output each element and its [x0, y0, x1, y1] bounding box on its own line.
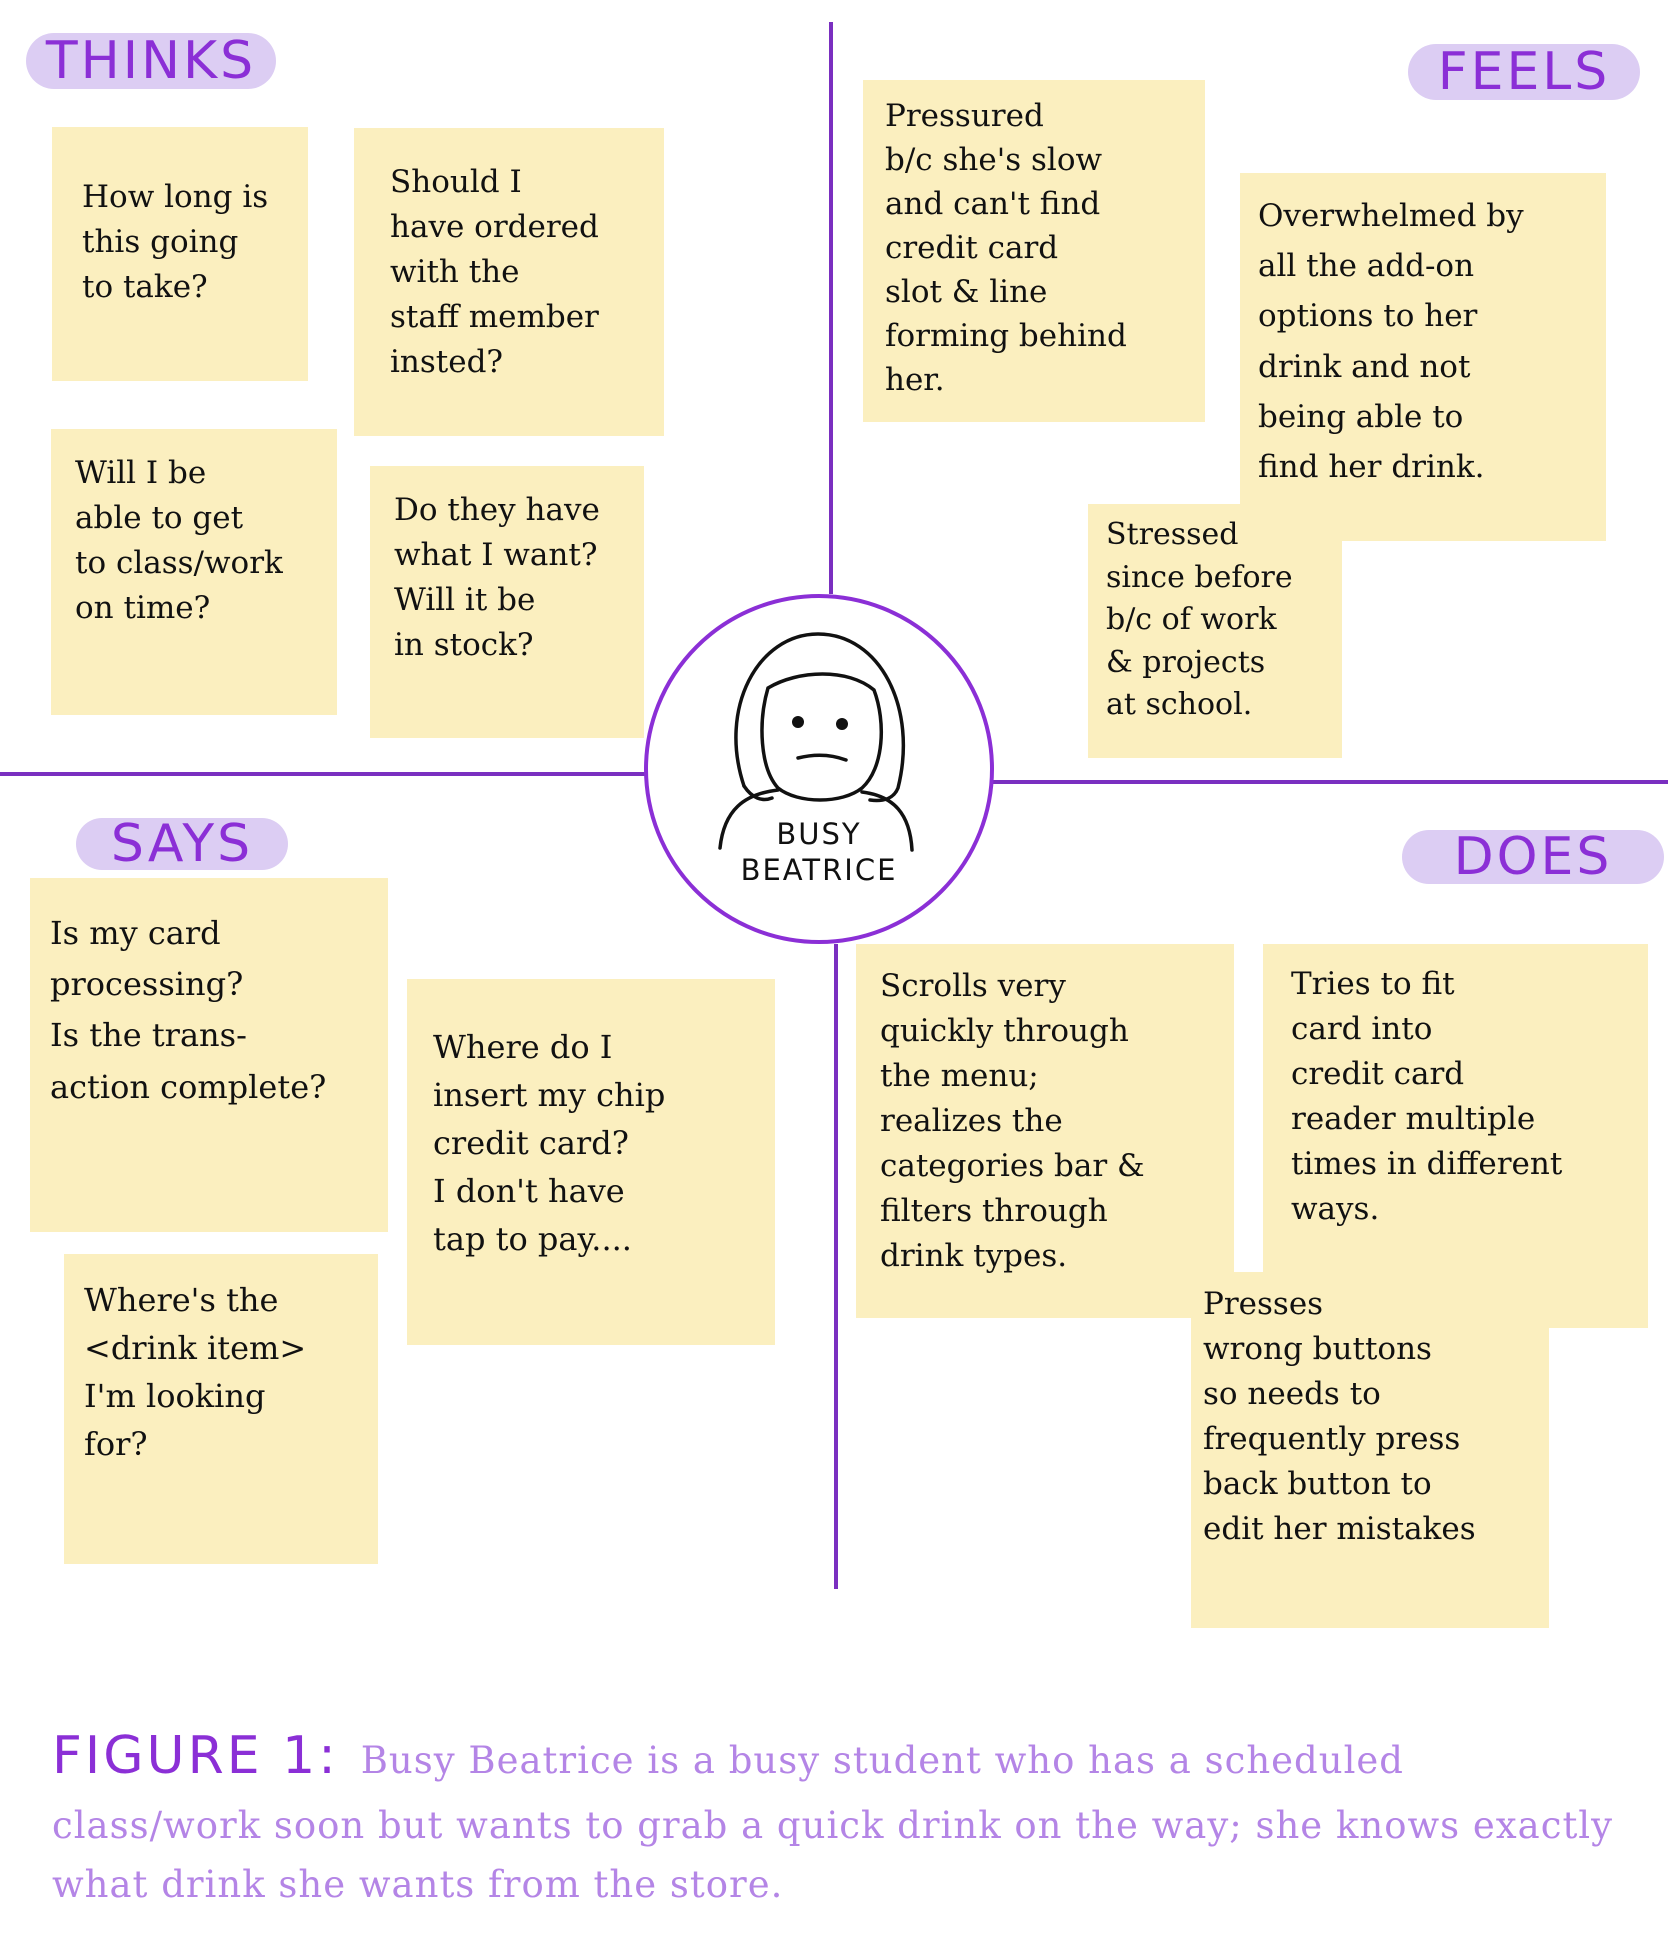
sticky-note-says-2: Where do I insert my chip credit card? I…	[407, 979, 775, 1345]
note-text: Do they have what I want? Will it be in …	[394, 492, 600, 663]
thinks-heading: THINKS	[26, 33, 276, 89]
figure-label: FIGURE 1:	[52, 1726, 339, 1786]
sticky-note-feels-2: Overwhelmed by all the add-on options to…	[1240, 173, 1606, 541]
sticky-note-says-3: Where's the <drink item> I'm looking for…	[64, 1254, 378, 1564]
persona-circle: BUSY BEATRICE	[644, 594, 994, 944]
note-text: Presses wrong buttons so needs to freque…	[1203, 1286, 1476, 1547]
note-text: Pressured b/c she's slow and can't find …	[885, 98, 1127, 399]
figure-caption-text: Busy Beatrice is a busy student who has …	[52, 1739, 1614, 1906]
sticky-note-does-1: Scrolls very quickly through the menu; r…	[856, 944, 1234, 1318]
does-heading: DOES	[1402, 830, 1664, 884]
note-text: Stressed since before b/c of work & proj…	[1106, 517, 1293, 723]
note-text: How long is this going to take?	[82, 179, 269, 305]
note-text: Tries to fit card into credit card reade…	[1291, 966, 1563, 1227]
sticky-note-thinks-3: Will I be able to get to class/work on t…	[51, 429, 337, 715]
sticky-note-says-1: Is my card processing? Is the trans- act…	[30, 878, 388, 1232]
vertical-axis-bottom	[834, 944, 838, 1589]
vertical-axis-top	[829, 22, 833, 594]
note-text: Where do I insert my chip credit card? I…	[433, 1028, 666, 1258]
sticky-note-thinks-2: Should I have ordered with the staff mem…	[354, 128, 664, 436]
note-text: Should I have ordered with the staff mem…	[390, 164, 599, 380]
sticky-note-thinks-4: Do they have what I want? Will it be in …	[370, 466, 644, 738]
horizontal-axis-left	[0, 772, 646, 776]
sticky-note-does-2: Tries to fit card into credit card reade…	[1263, 944, 1648, 1328]
persona-face-icon	[718, 632, 914, 852]
note-text: Will I be able to get to class/work on t…	[75, 455, 283, 626]
note-text: Where's the <drink item> I'm looking for…	[84, 1281, 307, 1463]
note-text: Is my card processing? Is the trans- act…	[50, 914, 327, 1106]
says-heading: SAYS	[76, 818, 288, 870]
note-text: Overwhelmed by all the add-on options to…	[1258, 198, 1524, 486]
horizontal-axis-right	[992, 780, 1668, 784]
sticky-note-feels-3: Stressed since before b/c of work & proj…	[1088, 504, 1342, 758]
sticky-note-does-3: Presses wrong buttons so needs to freque…	[1191, 1272, 1549, 1628]
feels-heading: FEELS	[1408, 44, 1640, 100]
sticky-note-feels-1: Pressured b/c she's slow and can't find …	[863, 80, 1205, 422]
sticky-note-thinks-1: How long is this going to take?	[52, 127, 308, 381]
note-text: Scrolls very quickly through the menu; r…	[880, 968, 1145, 1274]
figure-caption: FIGURE 1:Busy Beatrice is a busy student…	[52, 1715, 1622, 1914]
persona-name: BUSY BEATRICE	[740, 817, 898, 888]
